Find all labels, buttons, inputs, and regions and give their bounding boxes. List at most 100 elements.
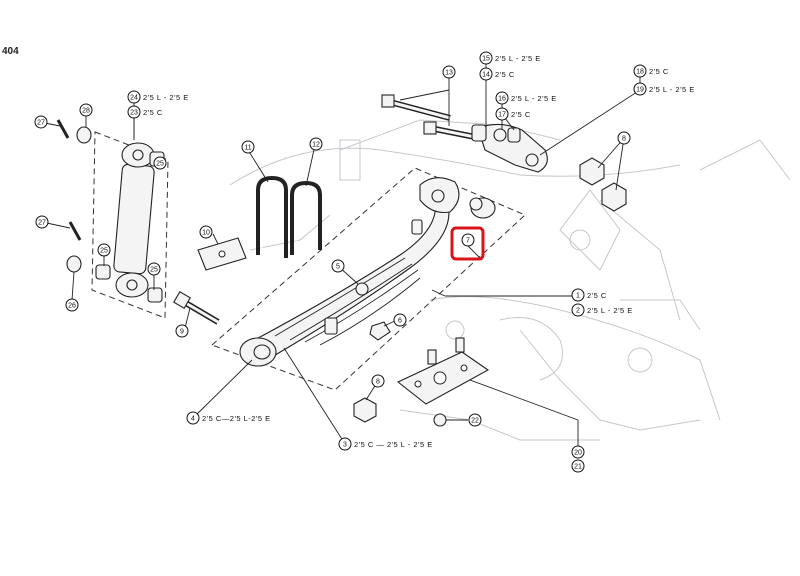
callout-bubble <box>468 413 482 427</box>
callout-number: 8 <box>376 379 380 386</box>
callout-number: 28 <box>82 108 90 115</box>
spring-seat-plate <box>396 337 490 405</box>
callout-spec-text: 2'5 C—2'5 L-2'5 E <box>202 414 271 423</box>
leaf-spring-pack[interactable] <box>239 177 460 367</box>
callout-21: 21 <box>571 459 585 473</box>
callout-number: 21 <box>574 464 582 471</box>
center-bolt-nut <box>355 282 369 296</box>
callout-27a: 27 <box>34 115 48 129</box>
callout-bubble <box>309 137 323 151</box>
callout-number: 16 <box>498 96 506 103</box>
callout-9: 9 <box>175 324 189 338</box>
callout-number: 26 <box>68 303 76 310</box>
callout-27b: 27 <box>35 215 49 229</box>
leaf-spring-group-box <box>211 167 526 391</box>
callout-23: 23 2'5 C <box>127 105 163 119</box>
rubber-bushing[interactable] <box>469 197 496 219</box>
chassis-ghost-outline <box>229 119 791 441</box>
callout-bubble <box>571 459 585 473</box>
callout-6: 6 <box>393 313 407 327</box>
callout-number: 4 <box>191 416 195 423</box>
callout-bubble <box>153 156 167 170</box>
highlight-box-item-7 <box>450 226 485 261</box>
callout-bubble <box>617 131 631 145</box>
callout-number: 24 <box>130 95 138 102</box>
callout-bubble <box>79 103 93 117</box>
callout-8b: 8 <box>371 374 385 388</box>
callout-spec-text: 2'5 C <box>649 67 669 76</box>
callout-number: 19 <box>636 87 644 94</box>
callout-bubble <box>241 140 255 154</box>
callout-bubble <box>147 262 161 276</box>
callout-1: 1 2'5 C <box>571 288 607 302</box>
callout-bubble <box>65 298 79 312</box>
callout-bubble <box>186 411 200 425</box>
callout-bubble <box>35 215 49 229</box>
callout-spec-text: 2'5 C <box>587 291 607 300</box>
callout-number: 8 <box>622 136 626 143</box>
nut-8-upper-b <box>601 182 627 212</box>
callout-number: 15 <box>482 56 490 63</box>
callout-bubble <box>393 313 407 327</box>
callout-bubble <box>97 243 111 257</box>
callout-22: 22 <box>468 413 482 427</box>
callout-number: 2 <box>576 308 580 315</box>
callout-number: 25 <box>150 267 158 274</box>
callout-bubble <box>175 324 189 338</box>
callout-bubble <box>479 67 493 81</box>
callout-spec-text: 2'5 C <box>511 110 531 119</box>
callout-bubble <box>495 91 509 105</box>
callout-number: 12 <box>312 142 320 149</box>
spring-shackle[interactable] <box>381 94 548 173</box>
callout-25b: 25 <box>147 262 161 276</box>
callout-15: 15 2'5 L - 2'5 E <box>479 51 541 65</box>
callout-spec-text: 2'5 L - 2'5 E <box>495 54 541 63</box>
callout-bubble <box>199 225 213 239</box>
callout-spec-text: 2'5 L - 2'5 E <box>511 94 557 103</box>
callout-bubble <box>571 445 585 459</box>
callout-number: 22 <box>471 418 479 425</box>
callout-bubble <box>127 105 141 119</box>
callout-number: 27 <box>37 120 45 127</box>
callout-25a: 25 <box>97 243 111 257</box>
nut-8-upper-a <box>579 157 605 186</box>
callout-bubble <box>127 90 141 104</box>
callout-28: 28 <box>79 103 93 117</box>
page-number: 404 <box>2 46 19 57</box>
callout-4: 4 2'5 C—2'5 L-2'5 E <box>186 411 271 425</box>
callout-spec-text: 2'5 C — 2'5 L - 2'5 E <box>354 440 433 449</box>
callout-number: 17 <box>498 112 506 119</box>
callout-bubble <box>371 374 385 388</box>
callout-spec-text: 2'5 C <box>143 108 163 117</box>
callout-spec-text: 2'5 L - 2'5 E <box>587 306 633 315</box>
callout-7: 7 <box>461 233 475 247</box>
callout-3: 3 2'5 C — 2'5 L - 2'5 E <box>338 437 433 451</box>
nut-6 <box>369 321 391 341</box>
callout-number: 14 <box>482 72 490 79</box>
callout-bubble <box>571 288 585 302</box>
shock-absorber[interactable] <box>95 142 165 303</box>
callout-bubble <box>479 51 493 65</box>
callout-bubble <box>495 107 509 121</box>
callout-20: 20 <box>571 445 585 459</box>
callout-layer: 1 2'5 C 2 2'5 L - 2'5 E 3 2'5 C — 2'5 L - 2'5… <box>34 51 694 473</box>
callout-bubble <box>34 115 48 129</box>
callout-bubble <box>331 259 345 273</box>
callout-5: 5 <box>331 259 345 273</box>
callout-number: 1 <box>576 293 580 300</box>
callout-10: 10 <box>199 225 213 239</box>
callout-16: 16 2'5 L - 2'5 E <box>495 91 557 105</box>
callout-number: 3 <box>343 442 347 449</box>
callout-number: 11 <box>244 145 251 152</box>
callout-number: 25 <box>156 161 164 168</box>
callout-number: 6 <box>398 318 402 325</box>
callout-number: 23 <box>130 110 138 117</box>
callout-number: 20 <box>574 450 582 457</box>
callout-26: 26 <box>65 298 79 312</box>
